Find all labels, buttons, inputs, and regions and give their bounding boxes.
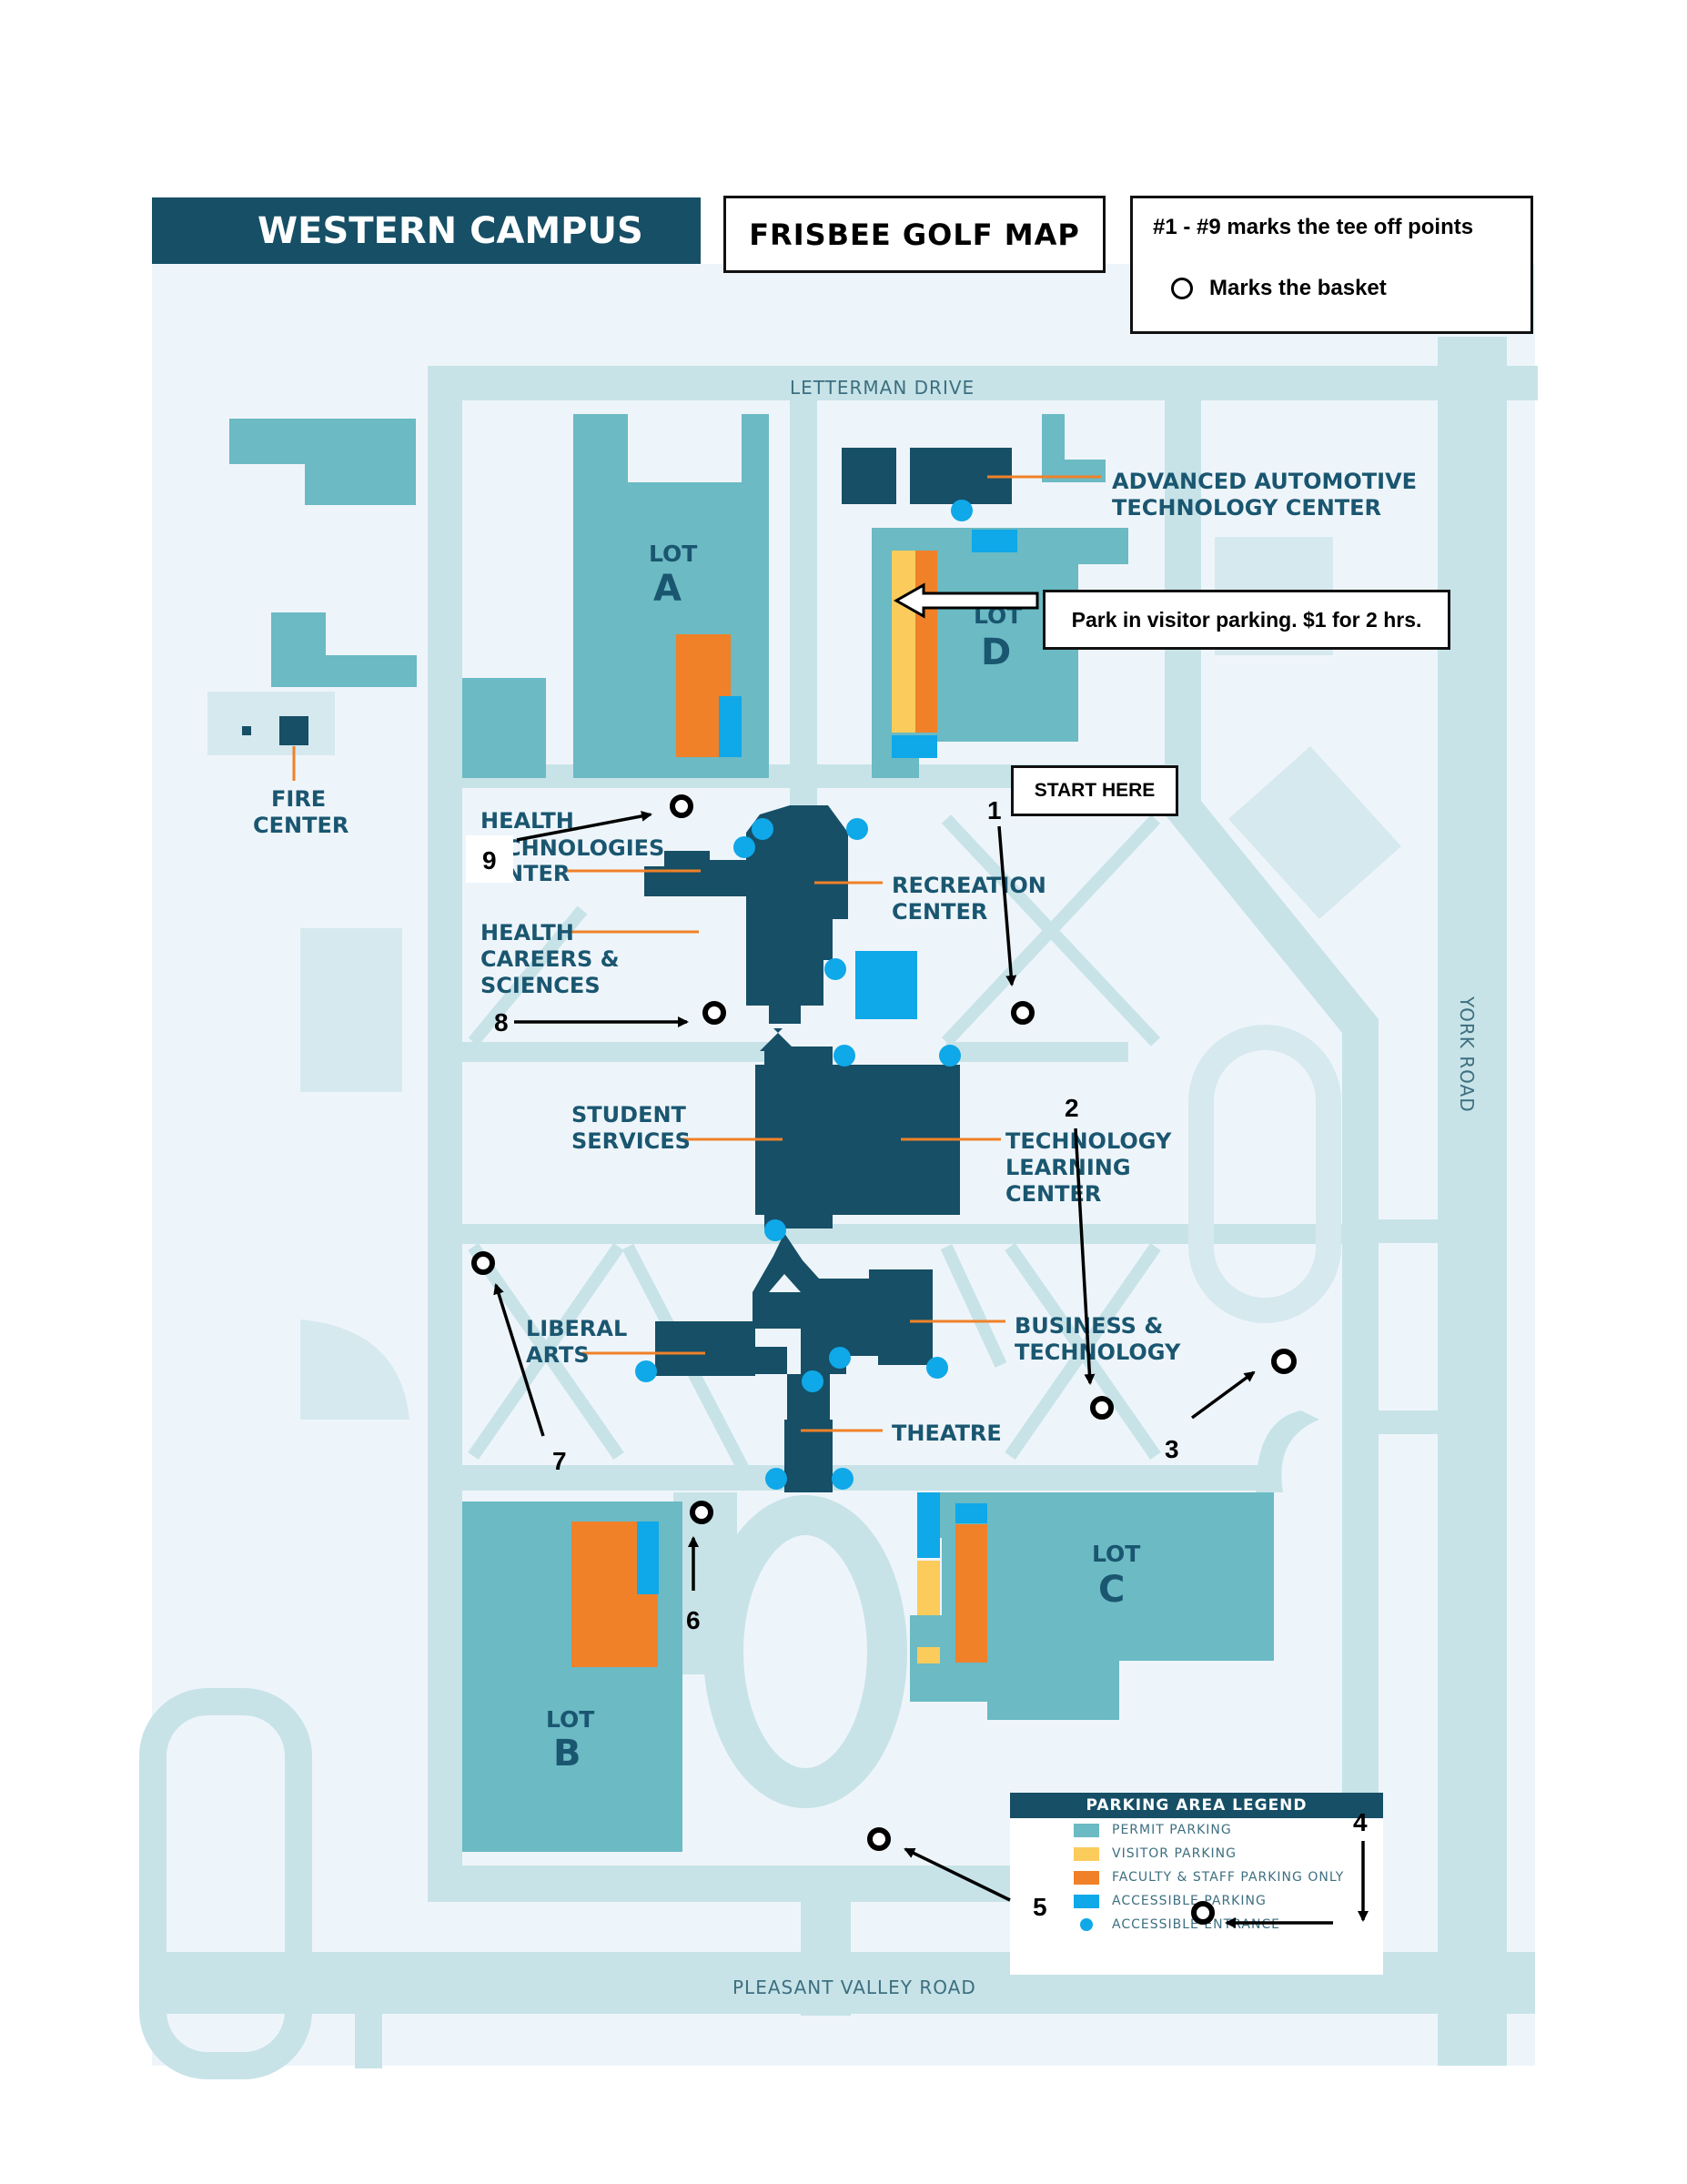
field-diamond bbox=[1228, 746, 1401, 919]
lot-a-accessible bbox=[719, 696, 742, 757]
label-fire-1: FIRE bbox=[271, 786, 326, 812]
label-tech-learning-3: CENTER bbox=[1005, 1181, 1101, 1207]
legend-title: PARKING AREA LEGEND bbox=[1010, 1793, 1383, 1818]
running-track bbox=[1188, 1025, 1341, 1323]
lot-b-letter: B bbox=[553, 1733, 581, 1774]
parking-legend: PARKING AREA LEGEND PERMIT PARKING VISIT… bbox=[1010, 1793, 1383, 1975]
building-liberal-arts-theatre bbox=[655, 1233, 933, 1492]
map-key: #1 - #9 marks the tee off points Marks t… bbox=[1130, 196, 1533, 334]
legend-row-permit: PERMIT PARKING bbox=[1010, 1818, 1383, 1842]
legend-row-visitor: VISITOR PARKING bbox=[1010, 1842, 1383, 1866]
label-health-careers-1: HEALTH bbox=[480, 920, 574, 945]
label-student-2: SERVICES bbox=[571, 1128, 691, 1154]
fire-pad bbox=[207, 692, 335, 755]
building-health-recreation bbox=[644, 805, 848, 1024]
label-liberal-1: LIBERAL bbox=[526, 1316, 627, 1341]
legend-row-faculty: FACULTY & STAFF PARKING ONLY bbox=[1010, 1866, 1383, 1889]
field-west bbox=[300, 928, 402, 1092]
building-automotive-west bbox=[842, 448, 896, 504]
label-health-careers-3: SCIENCES bbox=[480, 973, 601, 998]
accessible-entrances bbox=[635, 500, 973, 1490]
lot-c-word: LOT bbox=[1092, 1541, 1140, 1567]
lot-d-letter: D bbox=[981, 632, 1011, 673]
key-tee-text: #1 - #9 marks the tee off points bbox=[1153, 215, 1474, 239]
label-tech-learning-2: LEARNING bbox=[1005, 1155, 1131, 1180]
lot-b-word: LOT bbox=[546, 1706, 594, 1733]
legend-swatch bbox=[1074, 1823, 1099, 1837]
parking-note: Park in visitor parking. $1 for 2 hrs. bbox=[1043, 590, 1450, 650]
lot-d-word: LOT bbox=[974, 602, 1022, 629]
legend-row-accessible-parking: ACCESSIBLE PARKING bbox=[1010, 1889, 1383, 1913]
legend-swatch bbox=[1074, 1870, 1099, 1885]
recreation-pool bbox=[855, 951, 917, 1019]
legend-label: FACULTY & STAFF PARKING ONLY bbox=[1112, 1870, 1345, 1885]
label-business-2: TECHNOLOGY bbox=[1015, 1340, 1181, 1365]
map-title: FRISBEE GOLF MAP bbox=[723, 196, 1106, 273]
lot-c-faculty bbox=[955, 1524, 987, 1663]
lot-a-letter: A bbox=[653, 568, 682, 610]
key-basket-text: Marks the basket bbox=[1209, 276, 1387, 300]
legend-swatch bbox=[1074, 1894, 1099, 1908]
label-leaders bbox=[292, 475, 1101, 1432]
lot-west-top bbox=[229, 419, 416, 464]
legend-label: PERMIT PARKING bbox=[1112, 1823, 1232, 1837]
label-business-1: BUSINESS & bbox=[1015, 1313, 1163, 1339]
label-tech-learning-1: TECHNOLOGY bbox=[1005, 1128, 1172, 1154]
label-automotive-2: TECHNOLOGY CENTER bbox=[1112, 495, 1381, 521]
label-student-1: STUDENT bbox=[571, 1102, 687, 1127]
legend-row-accessible-entrance: ACCESSIBLE ENTRANCE bbox=[1010, 1913, 1383, 1936]
road-label-pleasant-valley: PLEASANT VALLEY ROAD bbox=[732, 1977, 976, 1998]
lot-d-accessible bbox=[892, 735, 937, 758]
key-basket-row: Marks the basket bbox=[1171, 276, 1387, 301]
building-student-services bbox=[755, 1046, 960, 1228]
label-theatre: THEATRE bbox=[892, 1421, 1002, 1446]
legend-label: VISITOR PARKING bbox=[1112, 1846, 1237, 1861]
label-liberal-2: ARTS bbox=[526, 1342, 590, 1368]
road-label-letterman: LETTERMAN DRIVE bbox=[790, 377, 975, 399]
label-health-tech-2: CHNOLOGIES bbox=[505, 835, 664, 861]
lot-c-visitor bbox=[917, 1561, 940, 1615]
lot-d-faculty bbox=[915, 551, 937, 733]
lot-automotive bbox=[1042, 414, 1106, 482]
label-recreation-2: CENTER bbox=[892, 899, 987, 925]
label-fire-2: CENTER bbox=[253, 813, 349, 838]
label-automotive-1: ADVANCED AUTOMOTIVE bbox=[1112, 469, 1417, 494]
label-health-tech-1: HEALTH bbox=[480, 808, 574, 834]
label-recreation-1: RECREATION bbox=[892, 873, 1046, 898]
parking-zones bbox=[571, 530, 1017, 1667]
legend-label: ACCESSIBLE ENTRANCE bbox=[1112, 1917, 1281, 1932]
lot-d-visitor bbox=[892, 551, 915, 733]
accessible-entrance-icon bbox=[1080, 1918, 1093, 1931]
basket-circle-icon bbox=[1171, 278, 1193, 299]
legend-label: ACCESSIBLE PARKING bbox=[1112, 1894, 1267, 1908]
field-arc bbox=[300, 1320, 409, 1420]
lot-a-word: LOT bbox=[649, 541, 697, 567]
lot-b-accessible bbox=[637, 1522, 659, 1594]
lot-c bbox=[910, 1492, 1274, 1720]
start-here-label: START HERE bbox=[1011, 765, 1178, 816]
legend-swatch bbox=[1074, 1846, 1099, 1861]
lot-c-accessible bbox=[917, 1492, 940, 1558]
road-label-york: YORK ROAD bbox=[1456, 996, 1478, 1113]
label-health-careers-2: CAREERS & bbox=[480, 946, 620, 972]
label-health-tech-3: NTER bbox=[505, 861, 570, 886]
building-fire-center bbox=[279, 716, 308, 745]
buildings bbox=[242, 448, 1012, 1492]
campus-title: WESTERN CAMPUS bbox=[152, 197, 701, 264]
lot-c-letter: C bbox=[1098, 1569, 1125, 1611]
entrance-road bbox=[801, 1884, 851, 2016]
